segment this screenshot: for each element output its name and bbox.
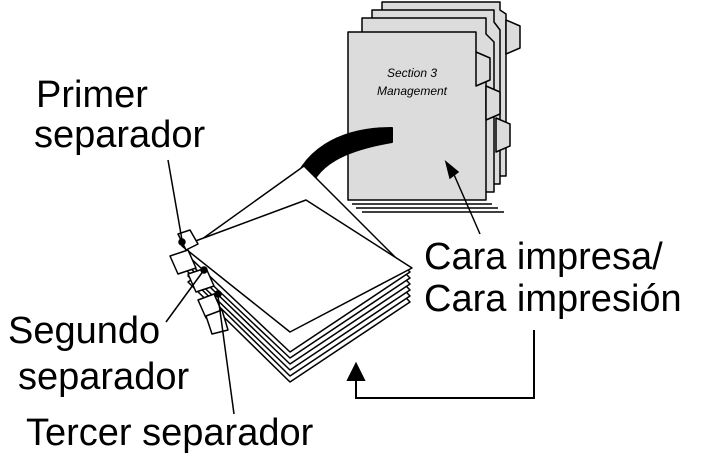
front-tab-3 (187, 267, 215, 293)
leader-segundo-dot (200, 266, 208, 274)
label-cara-line1: Cara impresa/ (424, 236, 663, 278)
leader-tercer (217, 295, 235, 415)
tab-sheet-stack (347, 1, 521, 213)
leader-cara-arrowhead (444, 159, 460, 180)
top-sheet (181, 199, 413, 333)
label-primer-line1: Primer (36, 74, 148, 116)
tab-sheet-front (347, 31, 487, 201)
side-tab-2 (485, 85, 501, 121)
leader-cara (451, 169, 481, 235)
label-segundo-line2: separador (18, 356, 189, 398)
paper-stack (169, 165, 413, 383)
label-segundo-line1: Segundo (8, 310, 160, 352)
tab-sheet-line1: Section 3 (387, 66, 437, 80)
leader-primer (167, 159, 183, 241)
leader-primer-dot (178, 238, 186, 246)
label-cara-line2: Cara impresión (424, 278, 682, 320)
front-tab-2 (169, 249, 197, 275)
side-tab-3 (495, 117, 511, 153)
leader-lines (165, 159, 481, 415)
leader-tercer-dot (214, 290, 222, 298)
tab-sheet-line2: Management (377, 84, 448, 98)
stack-bottom-edges (352, 203, 504, 213)
elbow-arrow-up-icon (346, 330, 535, 399)
label-primer-line2: separador (34, 114, 205, 156)
side-tab-1 (475, 51, 491, 87)
leader-segundo (165, 269, 205, 323)
side-tab-4 (505, 19, 521, 55)
label-tercer: Tercer separador (26, 412, 314, 454)
